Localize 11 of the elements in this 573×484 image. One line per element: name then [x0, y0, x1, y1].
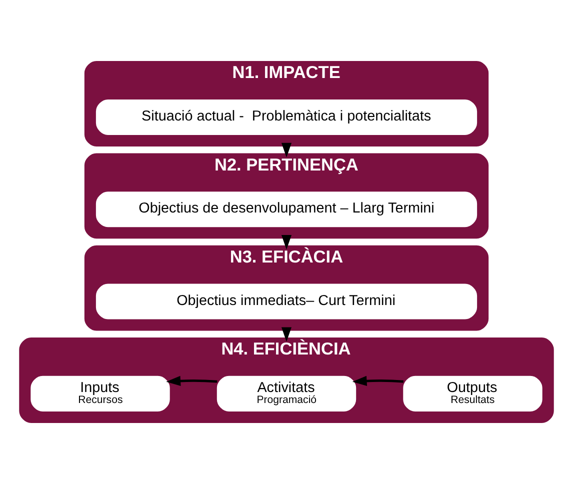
- arrow: [352, 376, 404, 386]
- arrow: [281, 235, 292, 250]
- node-box: Situació actual - Problemàtica i potencialitats: [96, 99, 478, 135]
- node-box: Objectius de desenvolupament – Llarg Termini: [96, 192, 478, 228]
- arrow: [166, 376, 218, 386]
- arrow: [281, 327, 292, 342]
- node-box: Activitats Programació: [216, 376, 356, 412]
- node-box: Objectius immediats– Curt Termini: [96, 284, 478, 320]
- arrow: [281, 142, 292, 158]
- node-box: Inputs Recursos: [30, 376, 170, 412]
- node-box: Outputs Resultats: [403, 376, 542, 412]
